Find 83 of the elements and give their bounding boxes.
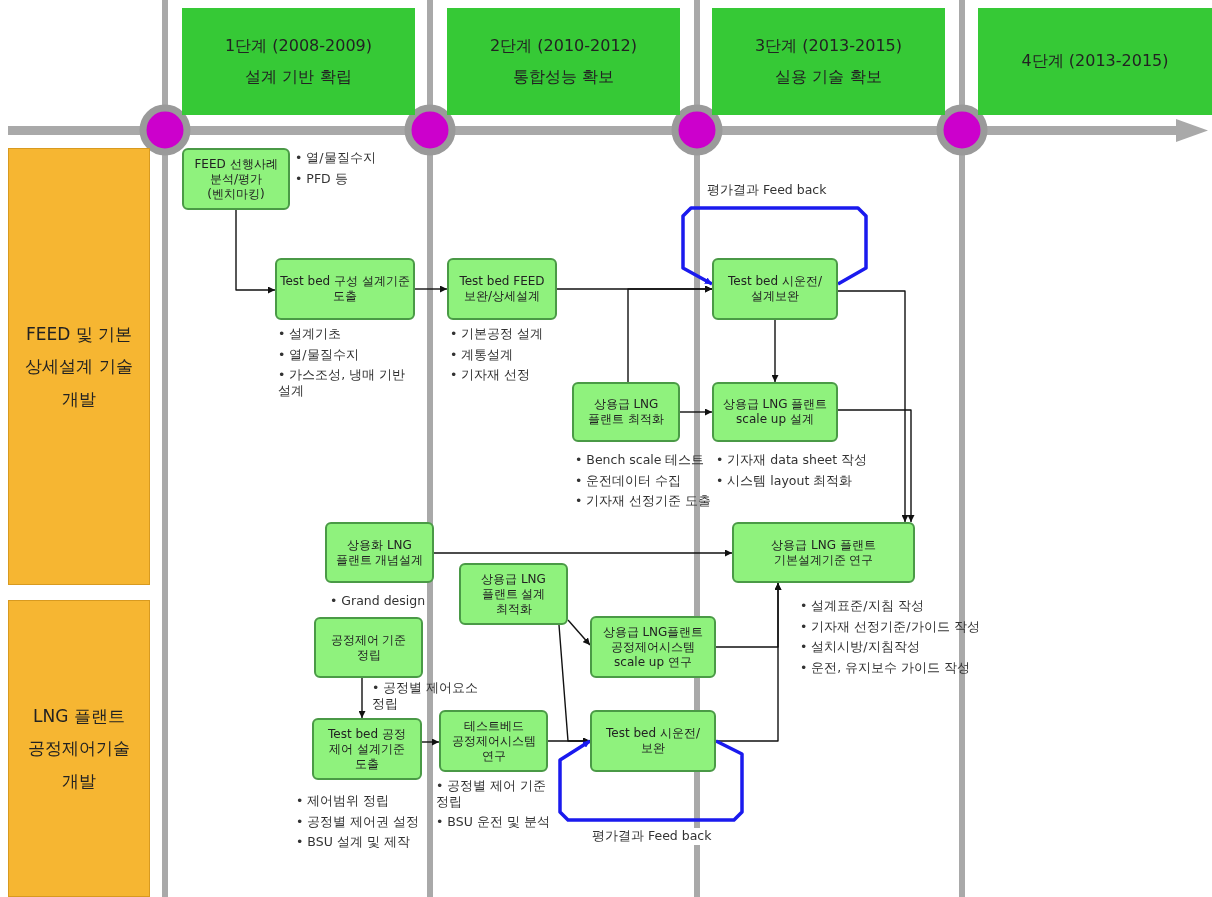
node-label: 테스트베드 공정제어시스템 연구: [450, 718, 537, 764]
bullet-note: • 제어범위 정립: [296, 793, 391, 809]
process-box: [325, 522, 434, 583]
node-label: LNG 플랜트 공정제어기술 개발: [27, 705, 131, 793]
process-box: [439, 710, 548, 772]
arrow: [558, 739, 744, 822]
bullet-note: • 설계표준/지침 작성: [800, 598, 925, 614]
node-label: 상용급 LNG 플랜트 scale up 설계: [721, 397, 829, 427]
process-box: [712, 258, 838, 320]
bullet-note: • 가스조성, 냉매 기반 설계: [278, 367, 407, 399]
bullet-note: • BSU 운전 및 분석: [436, 814, 551, 830]
lane-header: [8, 148, 150, 585]
process-box: [732, 522, 915, 583]
arrow: [837, 409, 915, 523]
bullet-note: • Bench scale 테스트: [575, 452, 706, 468]
bullet-note: • PFD 등: [295, 170, 349, 187]
node-label: FEED 선행사례 분석/평가 (벤치마킹): [193, 156, 279, 202]
bullet-note: • 기자재 선정기준 도출: [575, 493, 713, 509]
bullet-note: • 열/물질수지: [295, 150, 377, 166]
node-label: Test bed 시운전/보완: [605, 726, 701, 756]
edge-label: 평가결과 Feed back: [590, 828, 714, 845]
edge-label: 평가결과 Feed back: [705, 182, 829, 199]
bullet-note: • 열/물질수지: [278, 346, 360, 363]
node-label: 상용급 LNG플랜트 공정제어시스템 scale up 연구: [601, 624, 705, 670]
node-label: Test bed 시운전/설계보완: [727, 274, 823, 304]
process-box: [590, 710, 716, 772]
bullet-note: • 기자재 선정: [450, 367, 532, 383]
arrow: [358, 677, 366, 719]
process-box: [590, 616, 716, 678]
process-box: [459, 563, 568, 625]
bullet-note: • 계통설계: [450, 346, 515, 363]
process-box: [182, 148, 290, 210]
phase-header: [978, 8, 1212, 115]
phase-title: 3단계 (2013-2015): [755, 35, 902, 57]
process-box: [275, 258, 415, 320]
phase-title: 4단계 (2013-2015): [1021, 51, 1169, 72]
node-label: 상용급 LNG 플랜트 설계 최적화: [480, 571, 547, 617]
arrow: [837, 290, 909, 523]
process-box: [314, 617, 423, 678]
bullet-note: • BSU 설계 및 제작: [296, 834, 411, 850]
bullet-note: • 공정별 제어요소 정립: [372, 680, 480, 712]
process-box: [712, 382, 838, 442]
arrow: [679, 408, 713, 416]
phase-header: [447, 8, 680, 115]
arrow: [771, 319, 779, 383]
lane-header: [8, 600, 150, 897]
bullet-note: • 운전데이터 수집: [575, 472, 683, 489]
node-label: Test bed 구성 설계기준 도출: [280, 274, 410, 304]
bullet-note: • 시스템 layout 최적화: [716, 472, 854, 489]
arrow: [681, 206, 868, 286]
arrow: [421, 738, 440, 746]
node-label: Test bed FEED 보완/상세설계: [458, 274, 546, 304]
phase-title: 1단계 (2008-2009): [225, 35, 372, 57]
bullet-note: • 공정별 제어 기준 정립: [436, 778, 548, 810]
node-label: 상용급 LNG 플랜트 기본설계기준 연구: [770, 537, 877, 568]
node-label: 공정제어 기준 정립: [329, 632, 408, 663]
bullet-note: • 설치시방/지침작성: [800, 639, 921, 655]
bullet-note: • 기자재 선정기준/가이드 작성: [800, 618, 981, 635]
bullet-note: • 운전, 유지보수 가이드 작성: [800, 659, 972, 676]
phase-goal: 설계 기반 확립: [245, 66, 352, 88]
bullet-note: • 공정별 제어권 설정: [296, 813, 421, 830]
arrow: [567, 619, 591, 646]
node-label: FEED 및 기본 상세설계 기술 개발: [24, 323, 134, 411]
arrow: [235, 209, 276, 294]
bullet-note: • 기자재 data sheet 작성: [716, 452, 869, 468]
node-label: Test bed 공정 제어 설계기준 도출: [327, 726, 407, 772]
arrow: [414, 285, 448, 293]
bullet-note: • 기본공정 설계: [450, 326, 545, 342]
node-label: 상용급 LNG 플랜트 최적화: [587, 397, 665, 427]
phase-title: 2단계 (2010-2012): [490, 35, 637, 57]
arrow: [547, 737, 591, 745]
phase-goal: 실용 기술 확보: [775, 66, 882, 88]
process-box: [447, 258, 557, 320]
arrow: [433, 549, 733, 557]
process-box: [312, 718, 422, 780]
process-box: [572, 382, 680, 442]
arrow: [627, 285, 713, 383]
bullet-note: • 설계기초: [278, 326, 343, 342]
bullet-note: • Grand design: [330, 593, 427, 609]
node-label: 상용화 LNG 플랜트 개념설계: [334, 537, 425, 568]
phase-header: [712, 8, 945, 115]
phase-goal: 통합성능 확보: [512, 66, 615, 88]
phase-header: [182, 8, 415, 115]
